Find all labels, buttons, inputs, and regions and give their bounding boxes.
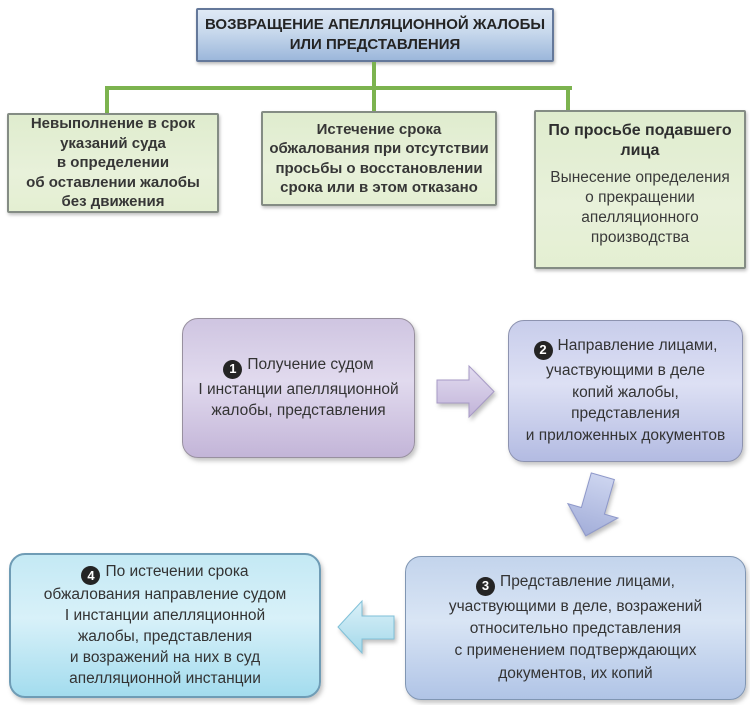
arrow-down-icon — [566, 472, 620, 537]
reason-box-2: Истечение срока обжалования при отсутств… — [261, 111, 497, 206]
step-text: Направление лицами, участвующими в деле … — [525, 337, 726, 444]
connector-horizontal — [105, 86, 572, 90]
reason-box-3: По просьбе подавшего лица Вынесение опре… — [534, 110, 746, 269]
step-text: По истечении срока обжалования направлен… — [43, 562, 287, 687]
step-number-badge: 4 — [81, 565, 101, 585]
step-text: Получение судом I инстанции апелляционно… — [198, 356, 399, 420]
reason-text: Вынесение определения о прекращении апел… — [550, 169, 730, 247]
arrow-left-icon — [337, 599, 395, 655]
connector-vertical-right — [566, 86, 570, 112]
title-text: ВОЗВРАЩЕНИЕ АПЕЛЛЯЦИОННОЙ ЖАЛОБЫ ИЛИ ПРЕ… — [204, 15, 546, 53]
step-text: Представление лицами, участвующими в дел… — [448, 572, 703, 682]
reason-heading: По просьбе подавшего лица — [548, 122, 732, 159]
step-number-badge: 2 — [533, 340, 553, 360]
reason-text: Невыполнение в срок указаний суда в опре… — [26, 115, 200, 211]
reason-text: Истечение срока обжалования при отсутств… — [269, 120, 489, 197]
title-box: ВОЗВРАЩЕНИЕ АПЕЛЛЯЦИОННОЙ ЖАЛОБЫ ИЛИ ПРЕ… — [196, 8, 554, 62]
arrow-right-icon — [436, 364, 495, 419]
step-number-badge: 1 — [223, 359, 243, 379]
reason-box-1: Невыполнение в срок указаний суда в опре… — [7, 113, 219, 213]
connector-vertical-left — [105, 86, 109, 115]
step-number-badge: 3 — [476, 576, 496, 596]
